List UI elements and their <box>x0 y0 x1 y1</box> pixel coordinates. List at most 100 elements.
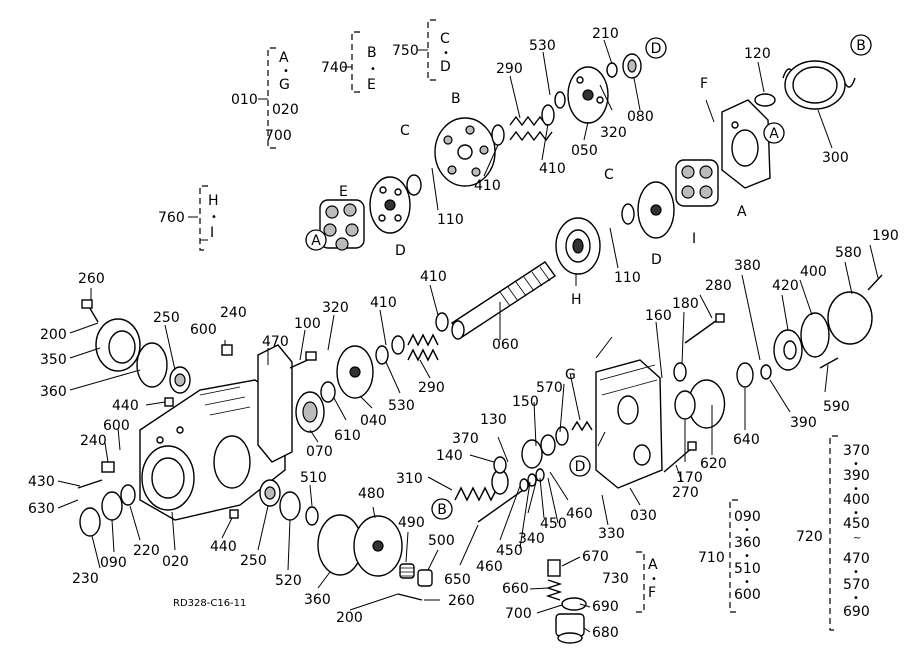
group-braces <box>199 19 838 631</box>
cover-580 <box>827 291 873 345</box>
label-410-upper-a: 410 <box>474 178 501 194</box>
label-670: 670 <box>582 549 609 565</box>
label-120: 120 <box>744 46 771 62</box>
svg-text:700: 700 <box>265 128 292 144</box>
shaft-060 <box>451 261 556 340</box>
label-500: 500 <box>428 533 455 549</box>
bolt-270 <box>663 441 697 473</box>
cover-420 <box>773 329 803 371</box>
svg-text:•: • <box>283 66 289 77</box>
label-370-a: 370 <box>452 431 479 447</box>
group-720-stack: 370 • 390 • 400 • 450 ~ 470 • 570 • 690 <box>843 443 870 620</box>
label-710: 710 <box>698 550 725 566</box>
ring-210 <box>606 62 618 78</box>
svg-text:B: B <box>856 38 866 54</box>
svg-text:470: 470 <box>843 551 870 567</box>
label-240-lower: 240 <box>80 433 107 449</box>
label-300: 300 <box>822 150 849 166</box>
label-620: 620 <box>700 456 727 472</box>
label-450-b: 450 <box>496 543 523 559</box>
swash-plate-a <box>721 99 771 189</box>
label-270: 270 <box>672 485 699 501</box>
label-130: 130 <box>480 412 507 428</box>
regulator-housing-030 <box>595 359 663 489</box>
label-460-b: 460 <box>476 559 503 575</box>
spring-290-upper <box>509 115 553 142</box>
circled-ref-b-1: B <box>850 34 872 56</box>
label-240-upper: 240 <box>220 305 247 321</box>
retainer-plate-d-lower <box>637 181 675 239</box>
svg-text:A: A <box>769 126 779 142</box>
svg-text:•: • <box>853 593 859 604</box>
label-380: 380 <box>734 258 761 274</box>
ring-510 <box>305 506 319 526</box>
label-600-upper: 600 <box>190 322 217 338</box>
leader-lines <box>57 39 879 633</box>
label-290-upper: 290 <box>496 61 523 77</box>
ring-370-a <box>493 456 507 474</box>
spring-290-lower <box>407 333 439 362</box>
label-410-lower-b: 410 <box>370 295 397 311</box>
label-210: 210 <box>592 26 619 42</box>
label-170: 170 <box>676 470 703 486</box>
svg-text:I: I <box>210 225 214 241</box>
label-610: 610 <box>334 428 361 444</box>
label-420: 420 <box>772 278 799 294</box>
piston-set-i <box>675 159 719 207</box>
ring-170 <box>674 390 696 420</box>
ref-letters: E C B D F A C I D H G <box>339 76 747 383</box>
label-650: 650 <box>444 572 471 588</box>
ring-530-upper <box>554 91 566 109</box>
svg-text:020: 020 <box>272 102 299 118</box>
ref-letter-h: H <box>571 292 582 308</box>
valve-plate-040 <box>336 345 374 399</box>
ref-letter-d-upper: D <box>395 243 406 259</box>
valve-plate-050 <box>567 66 609 124</box>
label-180: 180 <box>672 296 699 312</box>
label-690: 690 <box>592 599 619 615</box>
ring-410-lower-a <box>391 335 405 355</box>
label-050: 050 <box>571 143 598 159</box>
ref-letter-a: A <box>737 204 747 220</box>
label-200-upper: 200 <box>40 327 67 343</box>
plug-240-lower <box>101 461 115 473</box>
gasket-470 <box>257 344 293 463</box>
svg-text:•: • <box>853 567 859 578</box>
svg-text:C: C <box>440 31 450 47</box>
ref-letter-i: I <box>692 231 696 247</box>
label-640: 640 <box>733 432 760 448</box>
label-460-a: 460 <box>566 506 593 522</box>
svg-text:E: E <box>367 77 376 93</box>
label-400-upper: 400 <box>800 264 827 280</box>
label-110-upper: 110 <box>437 212 464 228</box>
relief-valve-660 <box>545 559 587 644</box>
svg-text:~: ~ <box>853 533 861 544</box>
label-150: 150 <box>512 394 539 410</box>
svg-text:•: • <box>744 525 750 536</box>
label-060: 060 <box>492 337 519 353</box>
ring-610 <box>320 381 336 403</box>
label-020-lower: 020 <box>162 554 189 570</box>
label-250-lower: 250 <box>240 553 267 569</box>
svg-text:A: A <box>311 233 321 249</box>
group-740-stack: B • E <box>367 45 377 93</box>
svg-text:450: 450 <box>843 516 870 532</box>
pump-housing-020 <box>139 379 286 521</box>
svg-text:•: • <box>370 64 376 75</box>
cover-480 <box>353 515 403 577</box>
bolt-590 <box>819 357 839 369</box>
bolt-430 <box>77 479 103 489</box>
label-220: 220 <box>133 543 160 559</box>
group-760-stack: H • I <box>208 193 219 241</box>
label-630: 630 <box>28 501 55 517</box>
svg-text:H: H <box>208 193 219 209</box>
ring-220 <box>120 484 136 506</box>
label-260-lower: 260 <box>448 593 475 609</box>
label-320-upper: 320 <box>600 125 627 141</box>
label-260-upper: 260 <box>78 271 105 287</box>
label-580: 580 <box>835 245 862 261</box>
label-100: 100 <box>294 316 321 332</box>
label-320-lower: 320 <box>322 300 349 316</box>
label-720: 720 <box>796 529 823 545</box>
